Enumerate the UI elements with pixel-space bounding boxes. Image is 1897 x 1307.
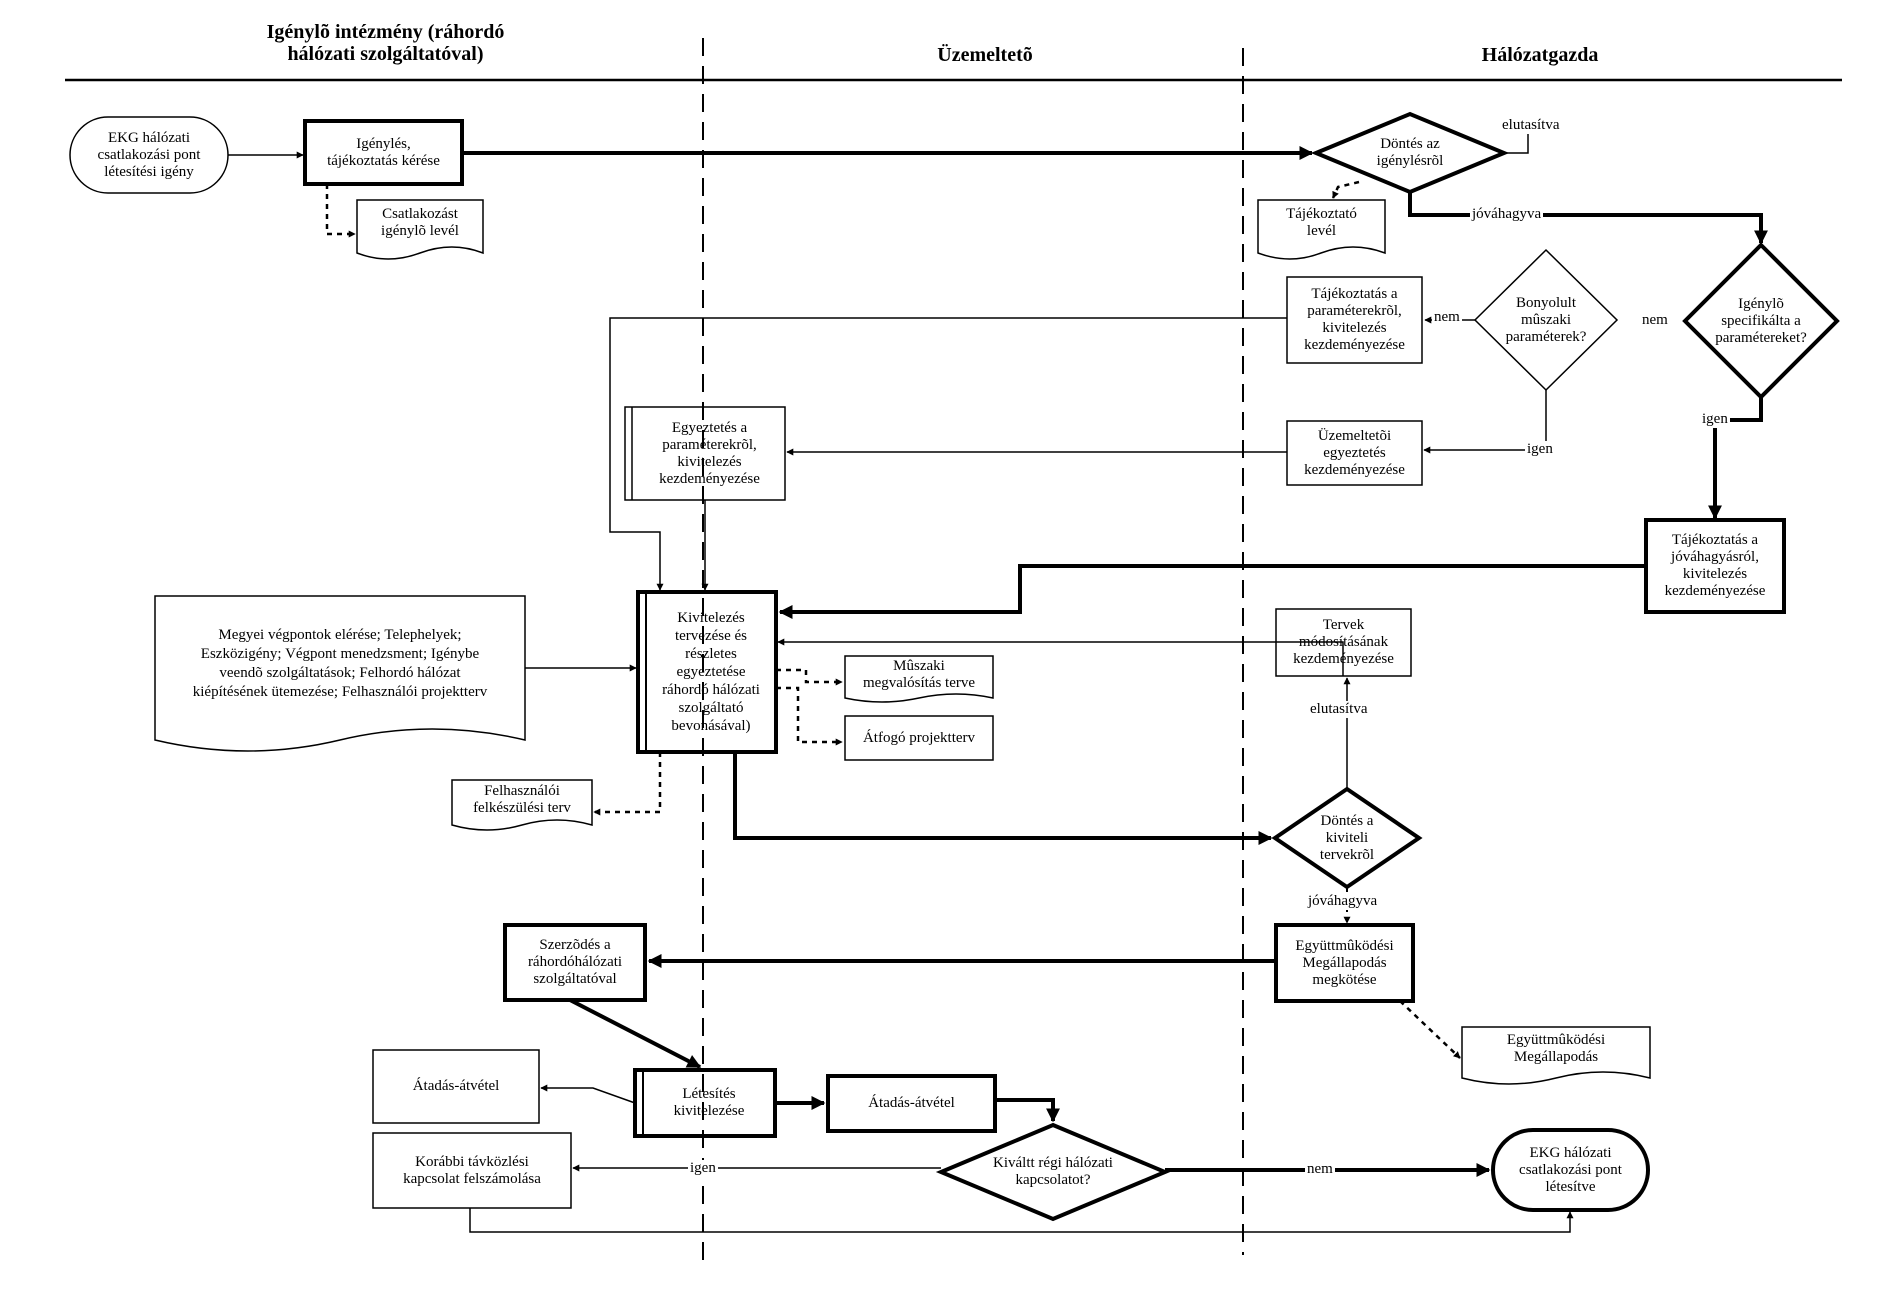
- design-box: [636, 590, 778, 754]
- info-params-box: [1286, 276, 1423, 364]
- info-letter-doc: [1257, 199, 1386, 260]
- handover-doc-box: [372, 1049, 540, 1124]
- coop-doc: [1461, 1026, 1651, 1085]
- tech-plan-label: Mûszaki megvalósítás terve: [862, 658, 976, 691]
- user-prep-doc: [451, 779, 593, 831]
- tech-plan-doc: [844, 655, 994, 703]
- op-coord-label: Üzemeltetõi egyeztetés kezdeményezése: [1304, 427, 1405, 478]
- lane-operator-header: Üzemeltetõ: [937, 44, 1033, 66]
- info-params-label: Tájékoztatás a paraméterekrõl, kivitelez…: [1304, 286, 1405, 353]
- coord-params-label: Egyeztetés a paraméterekrõl, kivitelezés…: [659, 419, 760, 487]
- old-link-box: [372, 1132, 572, 1209]
- lane-owner-header: Hálózatgazda: [1481, 44, 1599, 66]
- edge-label-rejected-2: elutasítva: [1308, 701, 1370, 718]
- handover-label: Átadás-átvétel: [868, 1095, 955, 1111]
- decision-request-label: Döntés az igénylésrõl: [1376, 136, 1444, 169]
- handover-doc-label: Átadás-átvétel: [412, 1078, 500, 1094]
- project-plan-label: Átfogó projektterv: [862, 729, 976, 746]
- project-plan-box: [844, 715, 994, 761]
- handover-box: [826, 1074, 997, 1133]
- cooperation-label: Együttmûködési Megállapodás megkötése: [1295, 937, 1394, 988]
- replaced-diamond: [935, 1122, 1171, 1222]
- coop-doc-label: Együttmûködési Megállapodás: [1506, 1032, 1606, 1065]
- lane-requester-header: Igénylõ intézmény (ráhordó hálózati szol…: [266, 21, 505, 65]
- old-link-label: Korábbi távközlési kapcsolat felszámolás…: [403, 1153, 541, 1187]
- edge-label-rejected-1: elutasítva: [1500, 117, 1562, 134]
- replaced-label: Kiváltt régi hálózati kapcsolatot?: [993, 1155, 1113, 1188]
- plan-mod-label: Tervek módosításának kezdeményezése: [1293, 617, 1394, 667]
- info-approval-label: Tájékoztatás a jóváhagyásról, kivitelezé…: [1664, 532, 1766, 599]
- edge-label-no-1: nem: [1640, 312, 1670, 329]
- data-sources-label: Megyei végpontok elérése; Telephelyek; E…: [192, 627, 488, 700]
- contract-label: Szerzõdés a ráhordóhálózati szolgáltatóv…: [527, 937, 623, 987]
- complex-label: Bonyolult mûszaki paraméterek?: [1505, 294, 1587, 345]
- edge-label-yes-2: igen: [1525, 441, 1555, 458]
- decision-plans-label: Döntés a kiviteli tervekrõl: [1319, 812, 1375, 863]
- edge-label-no-3: nem: [1305, 1161, 1335, 1178]
- specified-label: Igénylõ specifikálta a paramétereket?: [1715, 295, 1807, 346]
- edge-label-approved-2: jóváhagyva: [1306, 893, 1380, 910]
- edge-label-yes-3: igen: [688, 1160, 718, 1177]
- request-letter-doc: [356, 199, 484, 260]
- edge-label-approved-1: jóváhagyva: [1470, 206, 1544, 223]
- build-label: Létesítés kivitelezése: [673, 1086, 745, 1119]
- info-letter-label: Tájékoztató levél: [1286, 206, 1357, 239]
- end-terminator: [1491, 1128, 1650, 1212]
- contract-box: [503, 923, 647, 1002]
- end-label: EKG hálózati csatlakozási pont létesítve: [1519, 1144, 1622, 1195]
- edge-label-no-2: nem: [1432, 309, 1462, 326]
- request-letter-label: Csatlakozást igénylõ levél: [381, 206, 459, 239]
- start-label: EKG hálózati csatlakozási pont létesítés…: [97, 129, 201, 180]
- design-label: Kivitelezés tervezése és részletes egyez…: [662, 610, 760, 734]
- user-prep-label: Felhasználói felkészülési terv: [473, 783, 571, 816]
- op-coord-box: [1286, 420, 1423, 486]
- request-label: Igénylés, tájékoztatás kérése: [327, 135, 440, 169]
- edge-label-yes-1: igen: [1700, 411, 1730, 428]
- data-sources-doc: [154, 595, 526, 752]
